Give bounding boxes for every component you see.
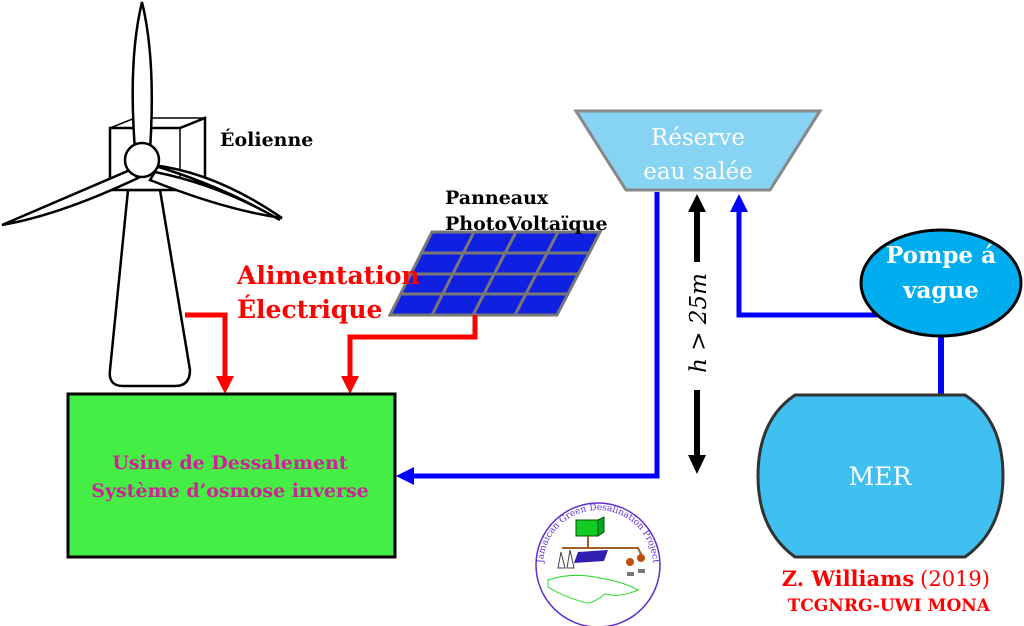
arrow-head-icon: [341, 376, 359, 394]
logo-artwork: [547, 516, 645, 604]
credit-org: TCGNRG-UWI MONA: [788, 596, 991, 616]
arrow-head-icon: [396, 467, 414, 485]
pump-label-2: vague: [902, 277, 979, 304]
power-label-1: Alimentation: [236, 261, 420, 290]
power-line-solar: [347, 315, 478, 378]
credit-line-1: Z. Williams(2019): [782, 566, 990, 591]
credit-author: Z. Williams: [782, 566, 914, 591]
arrow-head-icon: [730, 194, 748, 212]
power-line-turbine: [185, 312, 228, 378]
arrow-head-icon: [216, 376, 234, 394]
reservoir-label-1: Réserve: [651, 125, 745, 151]
pump-label-1: Pompe á: [886, 242, 996, 269]
reservoir-label-2: eau salée: [643, 159, 753, 185]
desalination-plant-box: [66, 392, 397, 559]
plant-label-2: Système d’osmose inverse: [91, 480, 369, 502]
solar-label-1: Panneaux: [445, 187, 549, 209]
project-logo: Jamaican Green Desalination Project: [535, 502, 661, 626]
credit-year: (2019): [920, 567, 990, 591]
height-arrow: [688, 194, 706, 474]
solar-panel-icon: [387, 230, 603, 317]
pump-to-reservoir-line: [736, 210, 890, 318]
sea-shape: [756, 393, 1005, 559]
plant-label-1: Usine de Dessalement: [112, 452, 348, 474]
wind-turbine-icon: [1, 1, 283, 388]
turbine-label: Éolienne: [220, 128, 313, 151]
power-label-2: Électrique: [237, 295, 382, 324]
reservoir-shape: [573, 109, 823, 192]
wave-pump-shape: [859, 228, 1023, 338]
height-label: h > 25m: [686, 273, 712, 373]
solar-label-2: PhotoVoltaïque: [445, 213, 608, 235]
saltwater-feed-line: [412, 192, 660, 479]
sea-label: MER: [849, 462, 913, 491]
